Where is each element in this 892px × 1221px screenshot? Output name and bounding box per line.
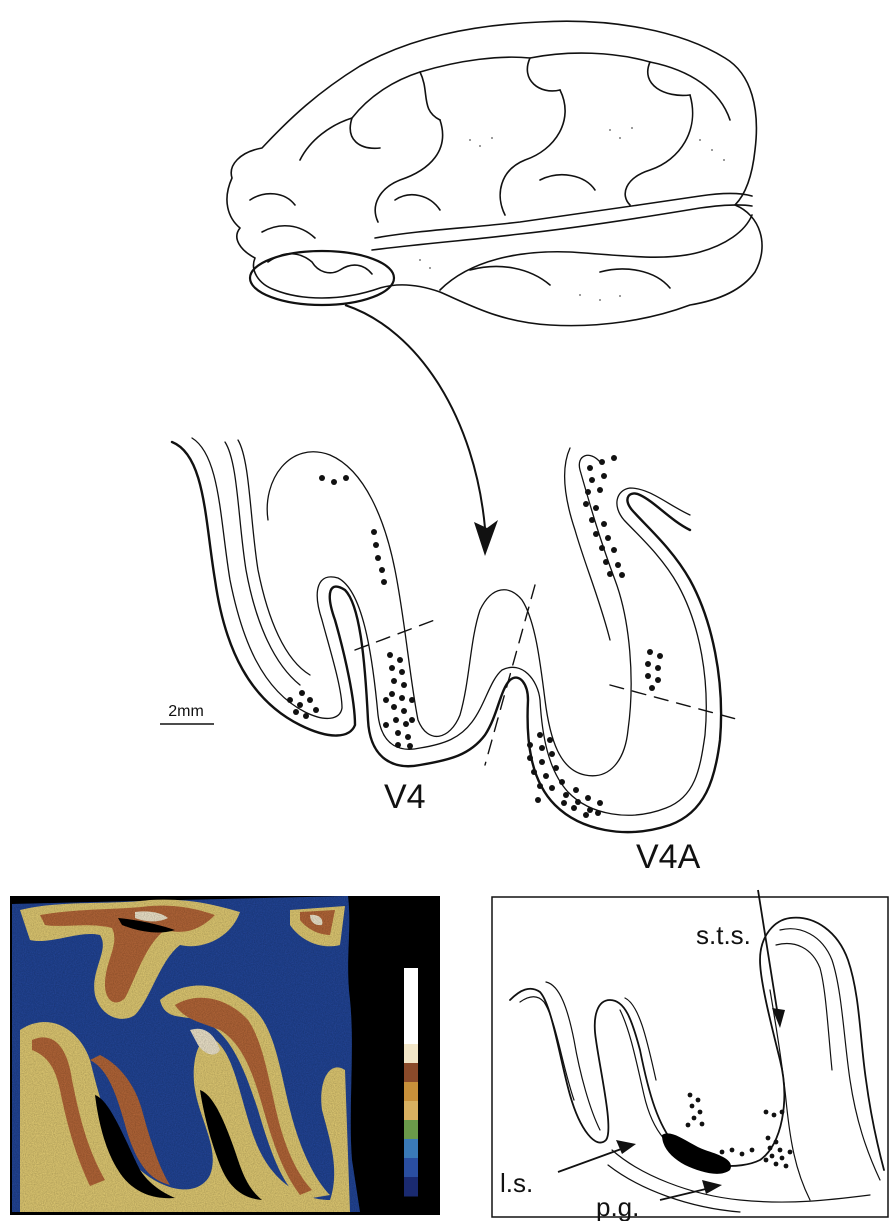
colorbar-swatch xyxy=(404,1082,418,1102)
colorbar-swatch xyxy=(404,968,418,988)
scale-bar-label: 2mm xyxy=(168,703,204,720)
label-pg: p.g. xyxy=(596,1192,639,1221)
colorbar-swatch xyxy=(404,1158,418,1178)
colorbar-swatch xyxy=(404,1063,418,1083)
colorbar-swatch xyxy=(404,1025,418,1045)
labeled-cell-clusters xyxy=(287,455,663,818)
label-sts: s.t.s. xyxy=(696,920,751,950)
colorbar-swatch xyxy=(404,1139,418,1159)
colorbar-swatch xyxy=(404,1177,418,1197)
colorbar-swatch xyxy=(404,1120,418,1140)
autoradiograph-image xyxy=(8,894,442,1217)
brain-illustration xyxy=(227,21,762,325)
scale-bar: 2mm xyxy=(160,703,214,724)
colorbar-swatch xyxy=(404,1044,418,1064)
area-label-v4a: V4A xyxy=(636,838,701,876)
colorbar-swatch xyxy=(404,987,418,1007)
schematic-panel: s.t.s. l.s. p.g. xyxy=(492,890,888,1221)
label-ls: l.s. xyxy=(500,1168,533,1198)
area-label-v4: V4 xyxy=(384,778,426,816)
density-colorbar xyxy=(403,967,419,1197)
colorbar-swatch xyxy=(404,1101,418,1121)
occipital-highlight-circle xyxy=(250,251,394,305)
zoom-arrow xyxy=(345,305,498,556)
colorbar-swatch xyxy=(404,1006,418,1026)
cortical-section-diagram xyxy=(172,438,740,832)
